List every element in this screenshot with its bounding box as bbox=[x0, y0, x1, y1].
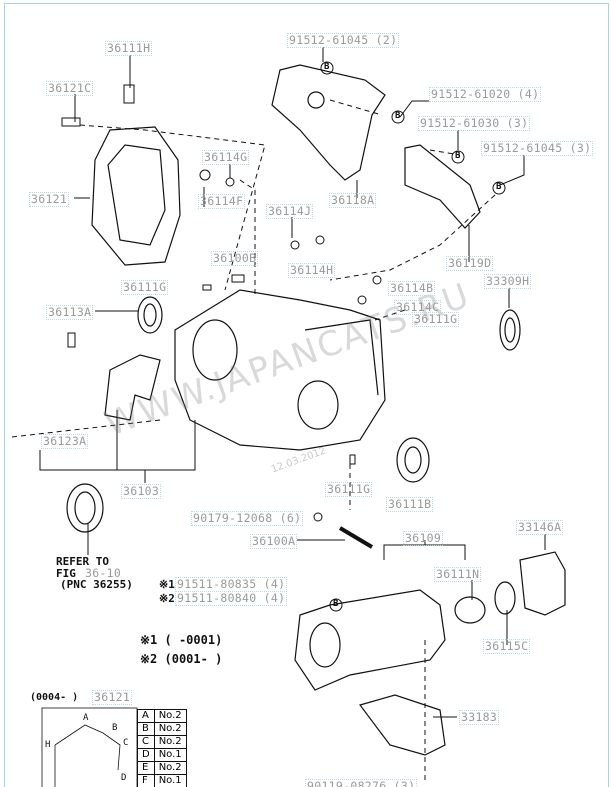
refer-fig-text: FIG bbox=[56, 567, 76, 580]
table-cell-type: No.1 bbox=[153, 774, 187, 787]
part-label-36114h[interactable]: 36114H bbox=[288, 263, 336, 278]
part-label-36114f[interactable]: 36114F bbox=[198, 194, 246, 209]
part-label-36109[interactable]: 36109 bbox=[403, 531, 444, 546]
part-label-36103[interactable]: 36103 bbox=[121, 484, 162, 499]
part-label-36121c[interactable]: 36121C bbox=[46, 81, 94, 96]
part-label-91511-80835-4[interactable]: 91511-80835 (4) bbox=[175, 577, 288, 592]
oil-seal-36111b-shape bbox=[396, 437, 430, 483]
part-label-36114g[interactable]: 36114G bbox=[202, 150, 250, 165]
part-label-36115c[interactable]: 36115C bbox=[483, 639, 531, 654]
b-marker: B bbox=[395, 111, 401, 121]
part-label-36121[interactable]: 36121 bbox=[29, 192, 70, 207]
transfer-case-cover-shape bbox=[91, 126, 181, 266]
oil-seal-36255-shape bbox=[66, 483, 104, 533]
refer-pnc-text: (PNC 36255) bbox=[60, 578, 133, 591]
part-label-33183[interactable]: 33183 bbox=[459, 710, 500, 725]
part-label-36113a[interactable]: 36113A bbox=[46, 305, 94, 320]
oil-seal-33309h-shape bbox=[499, 309, 521, 351]
note-mark-1: ※1 bbox=[159, 578, 175, 591]
part-label-33146a[interactable]: 33146A bbox=[516, 520, 564, 535]
table-cell-type: No.2 bbox=[153, 709, 187, 723]
b-marker: B bbox=[333, 599, 339, 609]
table-cell-type: No.2 bbox=[153, 761, 187, 775]
part-label-36118a[interactable]: 36118A bbox=[329, 193, 377, 208]
part-label-36114b[interactable]: 36114B bbox=[388, 281, 436, 296]
part-label-90179-12068-6[interactable]: 90179-12068 (6) bbox=[191, 511, 304, 526]
table-cell-pos: F bbox=[137, 774, 155, 787]
table-cell-pos: C bbox=[137, 735, 155, 749]
b-marker: B bbox=[496, 182, 502, 192]
inset-bolt-diagram bbox=[41, 707, 138, 787]
oil-seal-36113a-shape bbox=[137, 296, 163, 334]
dust-cover-33146a-shape bbox=[519, 551, 566, 616]
part-label-36114j[interactable]: 36114J bbox=[266, 204, 314, 219]
table-cell-type: No.1 bbox=[153, 748, 187, 762]
part-label-36119d[interactable]: 36119D bbox=[446, 256, 494, 271]
part-label-36111g[interactable]: 36111G bbox=[325, 482, 373, 497]
table-cell-pos: D bbox=[137, 748, 155, 762]
seal-36115c-shape bbox=[494, 581, 516, 615]
part-label-36111g[interactable]: 36111G bbox=[412, 312, 460, 327]
part-label-36111n[interactable]: 36111N bbox=[434, 567, 482, 582]
inset-point-d: D bbox=[121, 773, 127, 783]
bracket-36119d-shape bbox=[404, 144, 481, 229]
part-label-36100a[interactable]: 36100A bbox=[250, 534, 298, 549]
extension-housing-36109-shape bbox=[294, 589, 446, 691]
range-note-2: ※2 (0001- ) bbox=[140, 652, 223, 666]
part-label-33309h[interactable]: 33309H bbox=[484, 274, 532, 289]
inset-point-h: H bbox=[45, 740, 51, 750]
part-label-36111g[interactable]: 36111G bbox=[121, 280, 169, 295]
part-label-91512-61030-3[interactable]: 91512-61030 (3) bbox=[418, 116, 531, 131]
part-label-91512-61045-2[interactable]: 91512-61045 (2) bbox=[287, 33, 400, 48]
bushing-36111n-shape bbox=[454, 596, 486, 624]
part-label-36114c[interactable]: 36114C bbox=[394, 300, 442, 315]
table-cell-type: No.2 bbox=[153, 722, 187, 736]
part-label-91512-61020-4[interactable]: 91512-61020 (4) bbox=[429, 87, 542, 102]
inset-point-b: B bbox=[112, 723, 118, 733]
part-label-36121-inset[interactable]: 36121 bbox=[92, 690, 133, 705]
note-mark-2: ※2 bbox=[159, 592, 175, 605]
table-cell-pos: A bbox=[137, 709, 155, 723]
table-cell-type: No.2 bbox=[153, 735, 187, 749]
diagram-frame bbox=[4, 3, 609, 787]
b-marker: B bbox=[324, 62, 330, 72]
refer-to-text: REFER TO bbox=[56, 555, 109, 568]
part-label-90119-08276-3[interactable]: 90119-08276 (3) bbox=[305, 779, 418, 787]
part-label-91511-80840-4[interactable]: 91511-80840 (4) bbox=[175, 591, 288, 606]
part-label-36123a[interactable]: 36123A bbox=[41, 434, 89, 449]
b-marker: B bbox=[455, 151, 461, 161]
part-label-36111h[interactable]: 36111H bbox=[105, 41, 153, 56]
leader-lines bbox=[39, 47, 546, 718]
part-label-36100b[interactable]: 36100B bbox=[211, 251, 259, 266]
transfer-case-shape bbox=[174, 289, 386, 451]
part-label-36111b[interactable]: 36111B bbox=[386, 497, 434, 512]
cover-plate-36123a-shape bbox=[104, 354, 161, 421]
part-label-91512-61045-3[interactable]: 91512-61045 (3) bbox=[481, 141, 594, 156]
bracket-36118a-shape bbox=[271, 64, 386, 181]
bolts bbox=[61, 84, 382, 549]
bolt-b-markers bbox=[320, 61, 506, 612]
range-note-1: ※1 ( -0001) bbox=[140, 633, 223, 647]
table-cell-pos: B bbox=[137, 722, 155, 736]
table-cell-pos: E bbox=[137, 761, 155, 775]
inset-point-a: A bbox=[83, 713, 89, 723]
inset-range: (0004- ) bbox=[30, 692, 79, 703]
refer-fig-link[interactable]: 36-10 bbox=[85, 566, 122, 580]
protector-33183-shape bbox=[358, 694, 446, 756]
inset-point-c: C bbox=[123, 738, 129, 748]
